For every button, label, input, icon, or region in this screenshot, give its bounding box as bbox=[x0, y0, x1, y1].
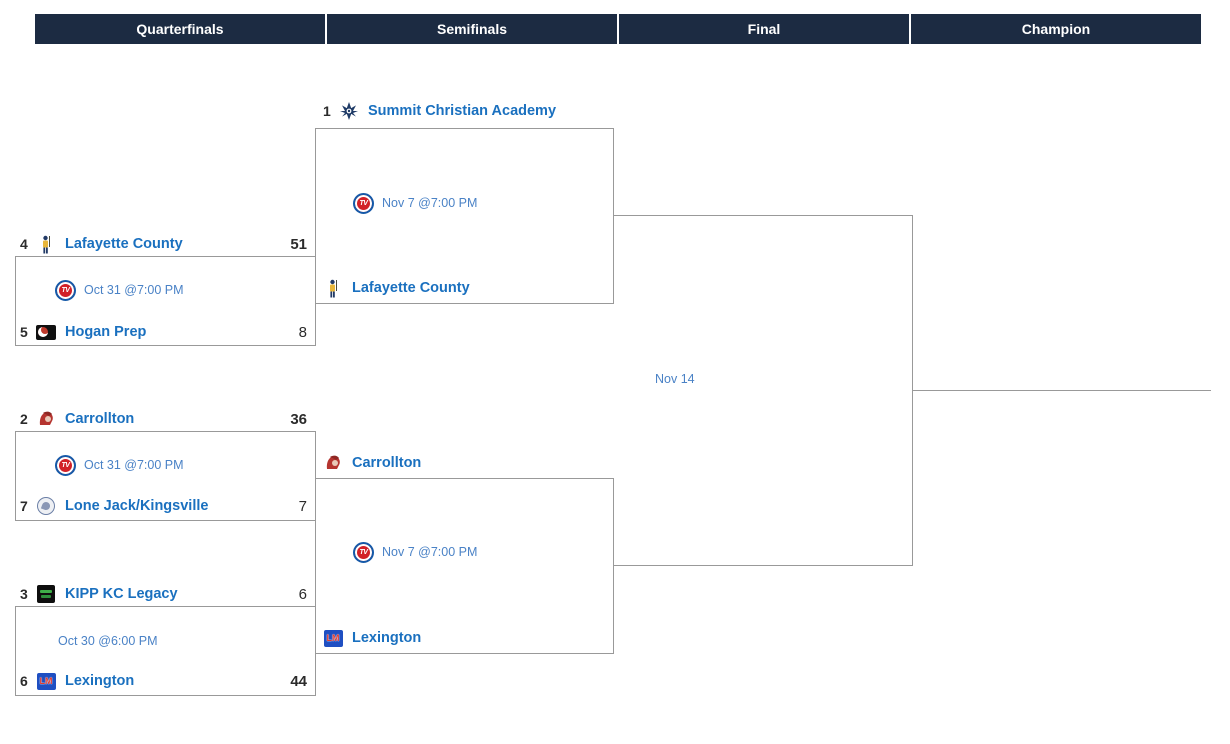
qf3-bottom-seed: 6 bbox=[20, 673, 28, 689]
sf2-bottom-team-row: LM Lexington bbox=[318, 626, 613, 650]
sf1-top-team-row: 1 Summit Christian Academy bbox=[318, 99, 613, 123]
carrollton-logo-icon bbox=[36, 409, 56, 429]
tv-broadcast-icon[interactable]: TV bbox=[353, 192, 374, 214]
tv-broadcast-icon[interactable]: TV bbox=[353, 541, 374, 563]
qf3-bottom-score: 44 bbox=[290, 672, 307, 690]
sf2-match-box bbox=[315, 478, 614, 654]
sf1-top-team-link[interactable]: Summit Christian Academy bbox=[368, 103, 557, 119]
qf3-top-team-row: 3 KIPP KC Legacy 6 bbox=[15, 582, 316, 606]
qf2-game-info-row: TV Oct 31 @7:00 PM bbox=[55, 453, 184, 477]
qf2-top-team-row: 2 Carrollton 36 bbox=[15, 407, 316, 431]
qf1-bottom-team-link[interactable]: Hogan Prep bbox=[65, 324, 147, 340]
sf2-game-info-row: TV Nov 7 @7:00 PM bbox=[353, 540, 477, 564]
qf1-top-team-row: 4 Lafayette County 51 bbox=[15, 232, 316, 256]
kipp-kc-legacy-logo-icon bbox=[36, 584, 56, 604]
qf3-game-info-row: Oct 30 @6:00 PM bbox=[58, 629, 158, 653]
sf2-bottom-team-link[interactable]: Lexington bbox=[352, 630, 422, 646]
hogan-prep-logo-icon bbox=[36, 322, 56, 342]
tv-broadcast-icon[interactable]: TV bbox=[55, 279, 76, 301]
round-header-champion: Champion bbox=[911, 14, 1201, 44]
qf2-bottom-team-link[interactable]: Lone Jack/Kingsville bbox=[65, 498, 209, 514]
lafayette-county-logo-icon bbox=[323, 278, 343, 298]
champion-line bbox=[912, 390, 1211, 391]
qf2-bottom-team-row: 7 Lone Jack/Kingsville 7 bbox=[15, 494, 316, 518]
qf3-top-score: 6 bbox=[298, 585, 307, 603]
final-game-date: Nov 14 bbox=[655, 372, 695, 386]
qf2-game-date: Oct 31 @7:00 PM bbox=[84, 458, 184, 472]
sf1-game-date: Nov 7 @7:00 PM bbox=[382, 196, 478, 210]
round-header-semifinals: Semifinals bbox=[327, 14, 617, 44]
qf2-top-seed: 2 bbox=[20, 411, 28, 427]
summit-christian-academy-logo-icon bbox=[339, 101, 359, 121]
qf2-bottom-score: 7 bbox=[298, 497, 307, 515]
qf3-top-team-link[interactable]: KIPP KC Legacy bbox=[65, 586, 178, 602]
qf2-top-team-link[interactable]: Carrollton bbox=[65, 411, 135, 427]
qf1-game-info-row: TV Oct 31 @7:00 PM bbox=[55, 278, 184, 302]
qf3-bottom-team-row: 6 LM Lexington 44 bbox=[15, 669, 316, 693]
sf1-top-seed: 1 bbox=[323, 103, 331, 119]
qf2-top-score: 36 bbox=[290, 410, 307, 428]
sf1-game-info-row: TV Nov 7 @7:00 PM bbox=[353, 191, 477, 215]
sf2-top-team-row: Carrollton bbox=[318, 451, 613, 475]
qf1-bottom-score: 8 bbox=[298, 323, 307, 341]
qf2-bottom-seed: 7 bbox=[20, 498, 28, 514]
qf1-game-date: Oct 31 @7:00 PM bbox=[84, 283, 184, 297]
final-game-info-row: Nov 14 bbox=[655, 367, 695, 391]
round-header-quarterfinals: Quarterfinals bbox=[35, 14, 325, 44]
qf3-game-date: Oct 30 @6:00 PM bbox=[58, 634, 158, 648]
lexington-logo-icon: LM bbox=[36, 671, 56, 691]
sf1-bottom-team-link[interactable]: Lafayette County bbox=[352, 280, 470, 296]
sf2-top-team-link[interactable]: Carrollton bbox=[352, 455, 422, 471]
qf1-top-team-link[interactable]: Lafayette County bbox=[65, 236, 183, 252]
qf1-bottom-team-row: 5 Hogan Prep 8 bbox=[15, 320, 316, 344]
tv-broadcast-icon[interactable]: TV bbox=[55, 454, 76, 476]
sf2-game-date: Nov 7 @7:00 PM bbox=[382, 545, 478, 559]
carrollton-logo-icon bbox=[323, 453, 343, 473]
sf1-match-box bbox=[315, 128, 614, 304]
qf1-top-seed: 4 bbox=[20, 236, 28, 252]
lafayette-county-logo-icon bbox=[36, 234, 56, 254]
lone-jack-kingsville-logo-icon bbox=[36, 496, 56, 516]
qf3-top-seed: 3 bbox=[20, 586, 28, 602]
sf1-bottom-team-row: Lafayette County bbox=[318, 276, 613, 300]
qf3-bottom-team-link[interactable]: Lexington bbox=[65, 673, 135, 689]
lexington-logo-icon: LM bbox=[323, 628, 343, 648]
round-header-final: Final bbox=[619, 14, 909, 44]
qf1-top-score: 51 bbox=[290, 235, 307, 253]
qf1-bottom-seed: 5 bbox=[20, 324, 28, 340]
qf2-match-box bbox=[15, 431, 316, 521]
